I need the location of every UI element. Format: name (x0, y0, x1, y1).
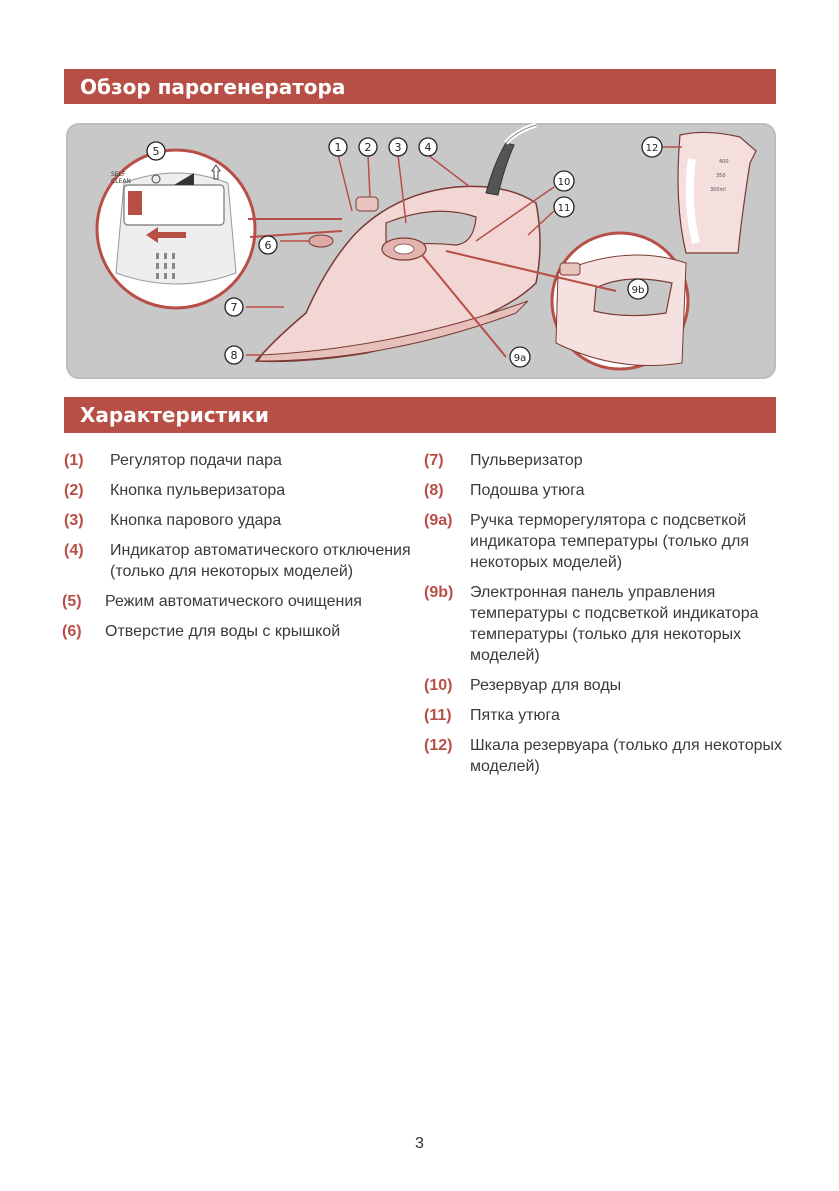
feature-item: (2) Кнопка пульверизатора (64, 480, 444, 501)
feature-item: (12) Шкала резервуара (только для некото… (424, 735, 789, 777)
feature-item: (11) Пятка утюга (424, 705, 789, 726)
feature-number: (5) (62, 593, 82, 610)
feature-number: (8) (424, 482, 444, 499)
feature-text: Пятка утюга (470, 707, 560, 724)
svg-text:1: 1 (335, 141, 342, 154)
feature-number: (6) (62, 623, 82, 640)
tank-mark-300: 300ml (710, 187, 726, 193)
feature-text: Шкала резервуара (только для некоторых м… (470, 737, 783, 775)
feature-number: (9b) (424, 584, 454, 601)
feature-item: (10) Резервуар для воды (424, 675, 789, 696)
feature-text: Ручка терморегулятора с подсветкой индик… (470, 512, 750, 571)
feature-text: Режим автоматического очищения (105, 593, 362, 610)
feature-text: Кнопка пульверизатора (110, 482, 286, 499)
feature-item: (5) Режим автоматического очищения (62, 591, 444, 612)
iron-diagram: SELF CLEAN (66, 123, 776, 379)
callout-2: 2 (358, 137, 378, 157)
svg-text:7: 7 (231, 301, 238, 314)
tank-mark-400: 400 (719, 159, 729, 165)
feature-number: (2) (64, 482, 84, 499)
callout-3: 3 (388, 137, 408, 157)
feature-text: Регулятор подачи пара (110, 452, 282, 469)
callout-8: 8 (224, 345, 244, 365)
feature-item: (9a) Ручка терморегулятора с подсветкой … (424, 510, 789, 573)
callout-9b: 9b (627, 278, 649, 300)
features-list-left: (1) Регулятор подачи пара (2) Кнопка пул… (62, 450, 444, 651)
svg-text:11: 11 (558, 203, 571, 214)
feature-item: (4) Индикатор автоматического отключения… (64, 540, 444, 582)
water-tank: 400 350 300ml (662, 131, 757, 254)
self-label: SELF (111, 171, 126, 178)
feature-item: (8) Подошва утюга (424, 480, 789, 501)
feature-text: Отверстие для воды с крышкой (105, 623, 341, 640)
feature-item: (7) Пульверизатор (424, 450, 789, 471)
feature-number: (7) (424, 452, 444, 469)
callouts: 1 2 3 4 5 6 7 8 9a 9b 10 11 12 (146, 136, 663, 368)
feature-item: (9b) Электронная панель управления темпе… (424, 582, 789, 666)
section-title-overview: Обзор парогенератора (64, 69, 776, 104)
feature-item: (1) Регулятор подачи пара (64, 450, 444, 471)
feature-text: Индикатор автоматического отключения (то… (110, 542, 411, 580)
svg-text:4: 4 (425, 141, 432, 154)
feature-item: (6) Отверстие для воды с крышкой (62, 621, 444, 642)
feature-item: (3) Кнопка парового удара (64, 510, 444, 531)
svg-text:9b: 9b (632, 285, 645, 296)
tank-mark-350: 350 (716, 173, 726, 179)
callout-9a: 9a (509, 346, 531, 368)
callout-1: 1 (328, 137, 348, 157)
feature-number: (3) (64, 512, 84, 529)
page-number: 3 (415, 1135, 424, 1152)
feature-text: Резервуар для воды (470, 677, 622, 694)
callout-12: 12 (641, 136, 663, 158)
feature-number: (11) (424, 707, 452, 724)
feature-number: (10) (424, 677, 453, 694)
feature-number: (9a) (424, 512, 453, 529)
section-title-features: Характеристики (64, 397, 776, 433)
feature-text: Подошва утюга (470, 482, 585, 499)
svg-text:12: 12 (646, 143, 659, 154)
clean-label: CLEAN (111, 178, 131, 185)
iron-body (254, 123, 541, 363)
control-panel-inset (421, 231, 690, 371)
svg-text:10: 10 (558, 177, 571, 188)
svg-text:9a: 9a (514, 353, 527, 364)
feature-number: (4) (64, 542, 84, 559)
feature-number: (1) (64, 452, 84, 469)
svg-text:8: 8 (231, 349, 238, 362)
svg-text:2: 2 (365, 141, 372, 154)
callout-11: 11 (553, 196, 575, 218)
callout-10: 10 (553, 170, 575, 192)
svg-text:5: 5 (153, 145, 160, 158)
features-list-right: (7) Пульверизатор (8) Подошва утюга (9a)… (424, 450, 789, 786)
feature-text: Пульверизатор (470, 452, 583, 469)
callout-5: 5 (146, 141, 166, 161)
feature-text: Кнопка парового удара (110, 512, 282, 529)
callout-7: 7 (224, 297, 244, 317)
callout-4: 4 (418, 137, 438, 157)
feature-number: (12) (424, 737, 453, 754)
feature-text: Электронная панель управления температур… (470, 584, 759, 664)
callout-6: 6 (258, 235, 278, 255)
svg-text:6: 6 (265, 239, 272, 252)
svg-text:3: 3 (395, 141, 402, 154)
